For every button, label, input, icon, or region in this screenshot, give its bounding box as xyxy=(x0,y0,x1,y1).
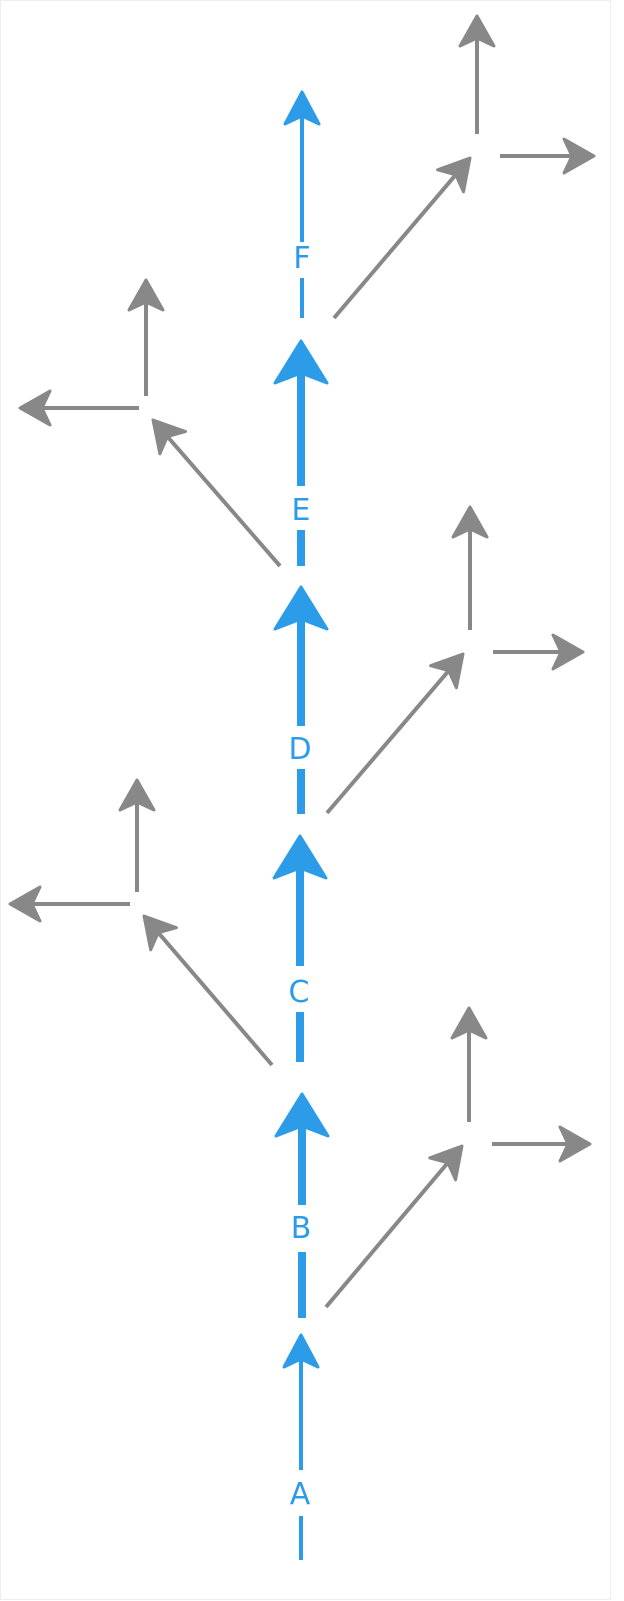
branch-e-up-arrow-head xyxy=(127,278,165,312)
segment-label-b: B xyxy=(291,1211,312,1246)
branch-c-up-arrow-head xyxy=(118,778,156,812)
branch-e-diagonal-arrow-head xyxy=(151,418,187,456)
segment-b-arrow-head xyxy=(274,1092,330,1138)
branch-c-diagonal-arrow-head xyxy=(142,914,178,952)
branch-f-diagonal-arrow-shaft xyxy=(332,170,460,320)
segment-a-arrow-head xyxy=(282,1333,320,1369)
branch-d-diagonal-arrow-head xyxy=(429,652,465,690)
branch-c-side-arrow-head xyxy=(8,885,42,923)
branch-c-diagonal-arrow-shaft xyxy=(154,928,274,1067)
segment-label-d: D xyxy=(288,732,311,767)
branch-f-up-arrow-head xyxy=(458,14,496,48)
segment-f-arrow-head xyxy=(283,90,321,126)
branch-b-diagonal-arrow-shaft xyxy=(324,1158,452,1309)
branch-e-side-arrow-head xyxy=(18,389,52,427)
branch-b-diagonal-arrow-head xyxy=(428,1144,464,1182)
segment-label-a: A xyxy=(290,1477,311,1512)
branch-f-diagonal-arrow-head xyxy=(436,156,472,194)
branch-e-diagonal-arrow-shaft xyxy=(163,432,282,568)
branch-d-up-arrow-head xyxy=(451,505,489,539)
segment-label-e: E xyxy=(292,493,311,528)
diagram-frame xyxy=(0,0,611,1600)
branch-d-diagonal-arrow-shaft xyxy=(325,666,453,815)
branch-b-side-arrow-head xyxy=(558,1125,592,1163)
branch-b-up-arrow-head xyxy=(450,1006,488,1040)
branch-d-side-arrow-head xyxy=(551,633,585,671)
segment-c-arrow-head xyxy=(272,834,328,880)
segment-label-f: F xyxy=(293,241,310,276)
segment-label-c: C xyxy=(289,975,310,1010)
branch-f-side-arrow-head xyxy=(562,137,596,175)
segment-d-arrow-head xyxy=(273,585,329,631)
segment-e-arrow-head xyxy=(273,339,329,385)
